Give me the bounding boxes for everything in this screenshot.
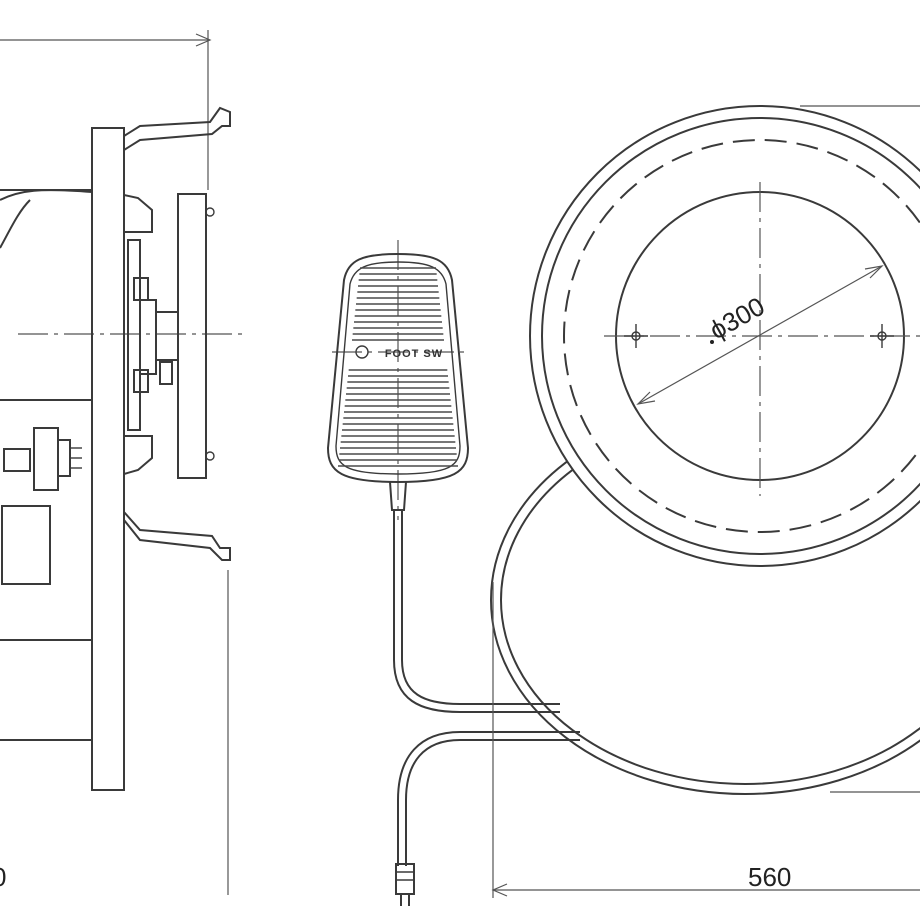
cable xyxy=(401,510,560,705)
cable xyxy=(393,510,560,713)
diameter-arrow xyxy=(636,391,656,405)
side-view: 0 xyxy=(0,30,248,895)
body-top-curve xyxy=(0,189,93,201)
foot-switch-pedal xyxy=(326,252,470,484)
bracket-upper xyxy=(123,194,153,233)
power-cable xyxy=(405,739,580,866)
foot-switch-inner-border xyxy=(335,261,461,475)
center-block xyxy=(139,299,157,375)
drum-hidden-line xyxy=(563,139,920,533)
cable-strain-relief xyxy=(389,481,407,511)
body-edge xyxy=(0,199,31,249)
shaft-block xyxy=(155,311,179,361)
bracket-lower xyxy=(123,435,153,475)
mounting-screw xyxy=(205,451,215,461)
front-view: ϕ300 560 xyxy=(490,105,920,898)
knob-stem xyxy=(3,448,31,472)
top-dimension-arrow xyxy=(195,33,212,47)
power-cable xyxy=(397,731,580,866)
width-dimension-arrow xyxy=(491,883,508,897)
flange-plate xyxy=(91,127,125,791)
housing-lip-top xyxy=(123,106,231,151)
foot-switch-indicator-icon xyxy=(355,345,369,359)
foot-switch-ribs xyxy=(338,267,458,467)
mounting-plate xyxy=(177,193,207,479)
diameter-arrow xyxy=(864,265,884,279)
mounting-screw xyxy=(205,207,215,217)
body-outline xyxy=(0,189,93,741)
housing-lip-bottom xyxy=(123,511,231,561)
foot-switch-label: FOOT SW xyxy=(385,348,443,360)
diameter-dimension-line xyxy=(637,265,883,405)
power-plug xyxy=(395,863,415,895)
left-dimension-label: 0 xyxy=(0,862,6,892)
foot-switch: FOOT SW xyxy=(326,240,580,906)
mounting-hole xyxy=(624,324,648,348)
drum-ring xyxy=(541,117,920,555)
body-window xyxy=(1,505,51,585)
knob-collar xyxy=(57,439,71,477)
mounting-hole xyxy=(870,324,894,348)
inner-rail xyxy=(127,239,141,431)
diameter-dot xyxy=(710,340,714,344)
width-dimension-label: 560 xyxy=(748,862,791,892)
shaft-nut xyxy=(159,361,173,385)
knob-body xyxy=(33,427,59,491)
